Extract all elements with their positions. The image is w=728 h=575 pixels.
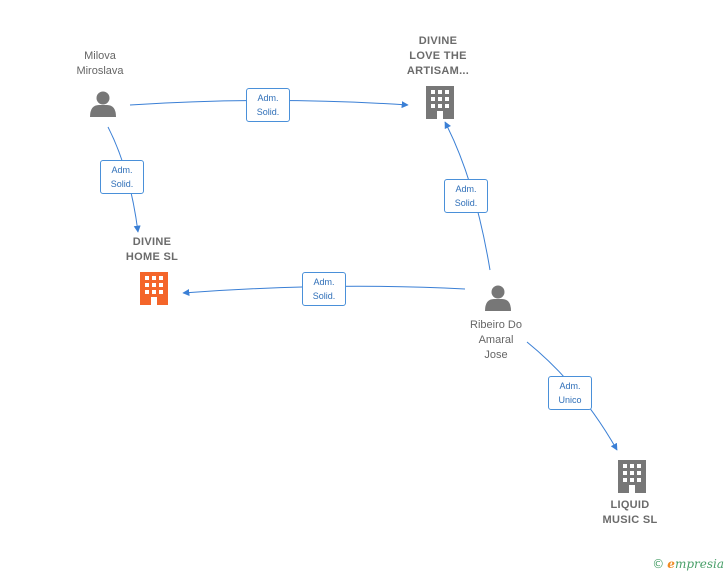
node-label-milova[interactable]: Milova Miroslava — [76, 50, 124, 77]
edge-label-milova-to-divine-home: Adm. Solid. — [100, 160, 144, 194]
person-icon[interactable] — [90, 91, 116, 118]
edge-label-milova-to-divine-love: Adm. Solid. — [246, 88, 290, 122]
node-label-divine-home[interactable]: DIVINE HOME SL — [125, 236, 179, 263]
brand-name: mpresia — [674, 557, 724, 571]
person-icon[interactable] — [485, 285, 511, 312]
node-label-divine-love[interactable]: DIVINE LOVE THE ARTISAM... — [406, 35, 470, 77]
node-label-liquid[interactable]: LIQUID MUSIC SL — [602, 499, 658, 526]
building-icon[interactable] — [426, 86, 454, 119]
building-icon-highlight[interactable] — [140, 272, 168, 305]
copyright-icon: © — [652, 557, 665, 571]
building-icon[interactable] — [618, 460, 646, 493]
edge-label-ribeiro-to-liquid: Adm. Unico — [548, 376, 592, 410]
empresia-logo: ©empresia — [652, 557, 724, 571]
edge-label-ribeiro-to-divine-love: Adm. Solid. — [444, 179, 488, 213]
node-label-ribeiro[interactable]: Ribeiro Do Amaral Jose — [470, 319, 522, 361]
edge-label-ribeiro-to-divine-home: Adm. Solid. — [302, 272, 346, 306]
brand-initial: e — [667, 557, 675, 571]
